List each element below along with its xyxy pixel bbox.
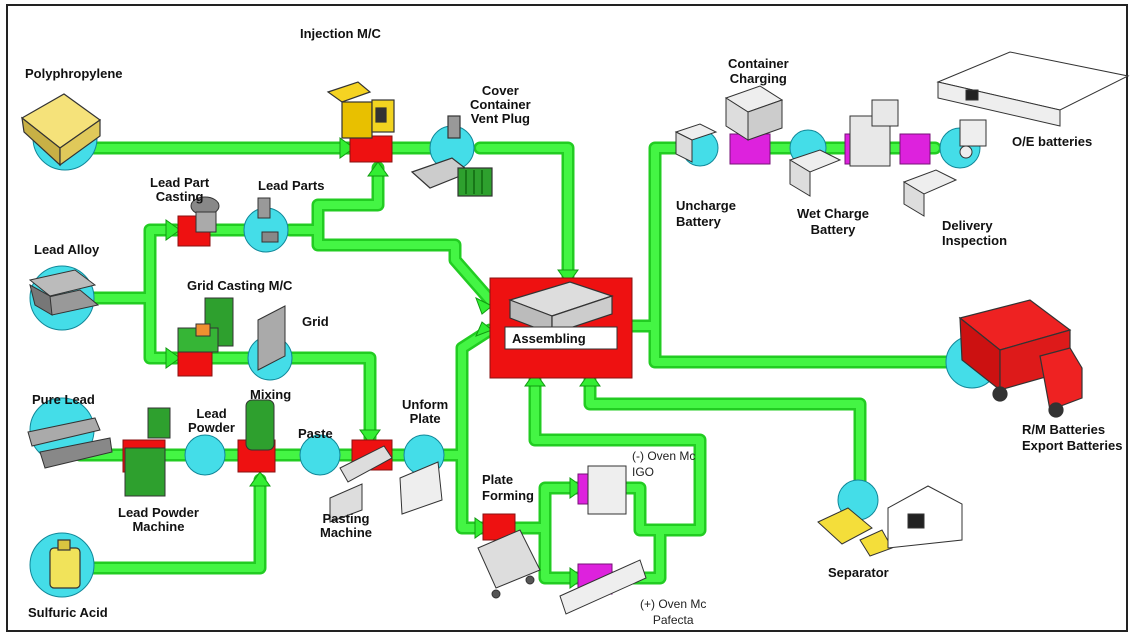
arrow-to-mixing [250, 472, 270, 486]
label-lpc-l1: Lead Part [150, 175, 209, 190]
label-lead-parts: Lead Parts [258, 178, 324, 193]
flow-cover-assembling [480, 148, 568, 276]
label-oven-pos: (+) Oven Mc Pafecta [640, 596, 706, 628]
label-di-l2: Inspection [942, 233, 1007, 248]
label-op-l1: (+) Oven Mc [640, 597, 706, 611]
label-pm-l2: Machine [320, 525, 372, 540]
label-lpc-l2: Casting [156, 189, 204, 204]
node-paste-bowl [300, 435, 340, 475]
grid-casting-machine-icon [178, 298, 233, 352]
flow-assembling-output [632, 148, 690, 326]
label-pf-l1: Plate [482, 472, 513, 487]
label-injection-mc: Injection M/C [300, 26, 381, 41]
container-charging-icon [726, 86, 782, 140]
label-paste: Paste [298, 426, 333, 441]
label-mixing: Mixing [250, 387, 291, 402]
label-rm-l2: Export Batteries [1022, 438, 1122, 453]
label-on-l2: IGO [632, 465, 654, 479]
label-cover-l3: Vent Plug [471, 111, 530, 126]
label-wet-charge-battery: Wet ChargeBattery [797, 206, 869, 238]
label-ub-l1: Uncharge [676, 198, 736, 213]
label-cover-l2: Container [470, 97, 531, 112]
truck-icon [960, 300, 1082, 417]
label-grid: Grid [302, 314, 329, 329]
label-sulfuric-acid: Sulfuric Acid [28, 605, 108, 620]
label-wc-l1: Wet Charge [797, 206, 869, 221]
label-rm-l1: R/M Batteries [1022, 422, 1105, 437]
label-pf-l2: Forming [482, 488, 534, 503]
label-lpm-l2: Machine [132, 519, 184, 534]
label-lpm-l1: Lead Powder [118, 505, 199, 520]
label-pure-lead: Pure Lead [32, 392, 95, 407]
label-assembling: Assembling [512, 331, 586, 346]
label-separator: Separator [828, 565, 889, 580]
label-op-l2: Pafecta [653, 613, 694, 627]
node-leadpowder-bowl [185, 435, 225, 475]
label-up-l1: Unform [402, 397, 448, 412]
delivery-battery-icon [904, 170, 956, 216]
flow-alloy-split [80, 230, 176, 298]
flow-assembling-rm [655, 326, 950, 362]
flow-paste-plate [392, 330, 490, 455]
label-oven-neg: (-) Oven Mc IGO [632, 448, 695, 480]
label-polyphropylene: Polyphropylene [25, 66, 123, 81]
label-lead-alloy: Lead Alloy [34, 242, 99, 257]
arrow-parts-up [368, 162, 388, 176]
label-grid-casting: Grid Casting M/C [187, 278, 292, 293]
unform-plate-icon [400, 462, 442, 514]
label-oe-batteries: O/E batteries [1012, 134, 1092, 149]
battery-pallet-icon [850, 100, 898, 166]
label-cc-l1: Container [728, 56, 789, 71]
lead-powder-machine-icon [125, 408, 170, 496]
warehouse-icon [938, 52, 1128, 126]
mixer-icon [246, 400, 274, 450]
station-injection [350, 136, 392, 162]
label-cc-l2: Charging [730, 71, 787, 86]
label-cover-l1: Cover [482, 83, 519, 98]
charge-delivery [900, 134, 930, 164]
label-di-l1: Delivery [942, 218, 993, 233]
label-pm-l1: Pasting [323, 511, 370, 526]
label-ub-l2: Battery [676, 214, 721, 229]
label-lp-l1: Lead [196, 406, 226, 421]
label-on-l1: (-) Oven Mc [632, 449, 695, 463]
oven-neg-icon [588, 466, 626, 514]
label-up-l2: Plate [410, 411, 441, 426]
injection-machine-icon [328, 82, 394, 138]
label-wc-l2: Battery [811, 222, 856, 237]
label-lp-l2: Powder [188, 420, 235, 435]
